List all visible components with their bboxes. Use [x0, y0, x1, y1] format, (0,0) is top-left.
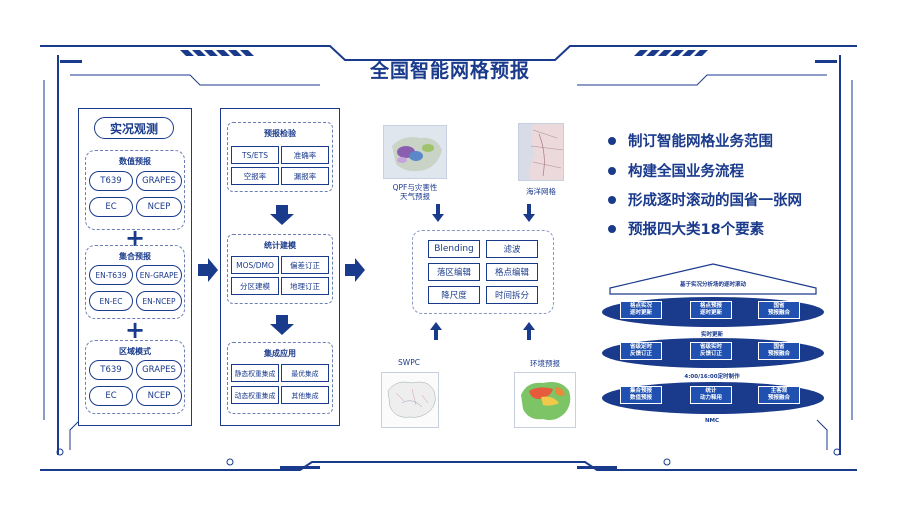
- ensemble-grapes: EN-GRAPE: [136, 265, 182, 285]
- tool-time-split: 时间拆分: [486, 286, 538, 304]
- ensemble-forecast-group: [85, 245, 185, 319]
- bullet-item: 制订智能网格业务范围: [608, 130, 773, 151]
- dynamic-weight-ensemble: 动态权重集成: [231, 386, 279, 404]
- layer1-box-3: 国省 预报融合: [758, 301, 800, 319]
- arrow-up-icon: [523, 322, 535, 340]
- integration-group: [227, 342, 333, 414]
- layer3-box-1: 集合预报 数值预报: [620, 386, 662, 404]
- swpc-map-image: [381, 372, 439, 428]
- tool-filter: 滤波: [486, 240, 538, 258]
- verification-title: 预报检验: [264, 129, 296, 138]
- regional-model-title: 区域模式: [119, 347, 151, 356]
- bullet-item: 预报四大类18个要素: [608, 218, 764, 239]
- pyramid-roof-label: 基于实况分析场的逐时滚动: [679, 282, 746, 288]
- layer2-box-3: 国省 预报融合: [758, 342, 800, 360]
- method-bias-correction: 偏差订正: [281, 256, 329, 274]
- layer1-box-2: 格点预报 逐时更新: [690, 301, 732, 319]
- bullet-text: 形成逐时滚动的国省一张网: [628, 193, 802, 209]
- environment-map-image: [514, 372, 576, 428]
- arrow-down-icon: [523, 204, 535, 222]
- model-grapes: GRAPES: [136, 171, 182, 191]
- bullet-text: 制订智能网格业务范围: [628, 134, 773, 150]
- plus-icon: +: [124, 316, 146, 344]
- layer2-box-2: 省级实时 反馈订正: [690, 342, 732, 360]
- layer3-box-3: 主客观 预报融合: [758, 386, 800, 404]
- regional-ncep: NCEP: [136, 386, 182, 406]
- bullet-item: 形成逐时滚动的国省一张网: [608, 189, 802, 210]
- static-weight-ensemble: 静态权重集成: [231, 364, 279, 382]
- numerical-forecast-title: 数值预报: [119, 157, 151, 166]
- other-ensemble: 其他集成: [281, 386, 329, 404]
- bullet-text: 构建全国业务流程: [628, 164, 744, 180]
- qpf-map-image: [383, 125, 447, 179]
- bullet-text: 预报四大类18个要素: [628, 222, 765, 238]
- ensemble-ncep: EN-NCEP: [136, 291, 182, 311]
- tool-downscaling: 降尺度: [428, 286, 480, 304]
- ensemble-ec: EN-EC: [89, 291, 133, 311]
- numerical-forecast-group: [85, 150, 185, 230]
- ensemble-forecast-title: 集合预报: [119, 252, 151, 261]
- bullet-item: 构建全国业务流程: [608, 160, 744, 181]
- layer2-box-1: 省级定时 反馈订正: [620, 342, 662, 360]
- method-geo-correction: 地理订正: [281, 277, 329, 295]
- plus-icon: +: [124, 224, 146, 252]
- environment-forecast-caption: 环境预报: [530, 359, 560, 368]
- page-title: 全国智能网格预报: [369, 60, 530, 82]
- ensemble-t639: EN-T639: [89, 265, 133, 285]
- arrow-right-icon: [345, 258, 365, 282]
- metric-false-alarm: 空报率: [231, 167, 279, 185]
- arrow-down-icon: [432, 204, 444, 222]
- qpf-caption: QPF与灾害性 天气预报: [392, 183, 438, 201]
- regional-ec: EC: [89, 386, 133, 406]
- pyramid-roof: [609, 263, 817, 295]
- layer1-label: 实时更新: [700, 332, 723, 338]
- method-zonal-modeling: 分区建模: [231, 277, 279, 295]
- observation-header: 实况观测: [94, 117, 174, 139]
- model-t639: T639: [89, 171, 133, 191]
- editing-tools-box: [412, 230, 554, 314]
- metric-miss-rate: 漏报率: [281, 167, 329, 185]
- swpc-caption: SWPC: [398, 358, 420, 367]
- model-ec: EC: [89, 197, 133, 217]
- layer1-box-1: 格点实况 逐时更新: [620, 301, 662, 319]
- statistical-modeling-title: 统计建模: [264, 241, 296, 250]
- statistical-modeling-group: [227, 234, 333, 304]
- tool-blending: Blending: [428, 240, 480, 258]
- model-ncep: NCEP: [136, 197, 182, 217]
- regional-t639: T639: [89, 360, 133, 380]
- regional-grapes: GRAPES: [136, 360, 182, 380]
- method-mos-dmo: MOS/DMO: [231, 256, 279, 274]
- layer2-label: 4:00/16:00定时制作: [684, 374, 740, 380]
- tool-grid-edit: 格点编辑: [486, 263, 538, 281]
- integration-title: 集成应用: [264, 349, 296, 358]
- verification-group: [227, 122, 333, 192]
- ocean-grid-caption: 海洋网格: [526, 187, 556, 196]
- tool-area-edit: 落区编辑: [428, 263, 480, 281]
- ocean-grid-map-image: [518, 123, 564, 181]
- layer3-label: NMC: [704, 418, 720, 424]
- arrow-down-icon: [270, 315, 294, 335]
- metric-accuracy: 准确率: [281, 146, 329, 164]
- arrow-up-icon: [430, 322, 442, 340]
- optimal-ensemble: 最优集成: [281, 364, 329, 382]
- metric-ts-ets: TS/ETS: [231, 146, 279, 164]
- regional-model-group: [85, 340, 185, 414]
- layer3-box-2: 统计 动力释用: [690, 386, 732, 404]
- arrow-right-icon: [198, 258, 218, 282]
- arrow-down-icon: [270, 205, 294, 225]
